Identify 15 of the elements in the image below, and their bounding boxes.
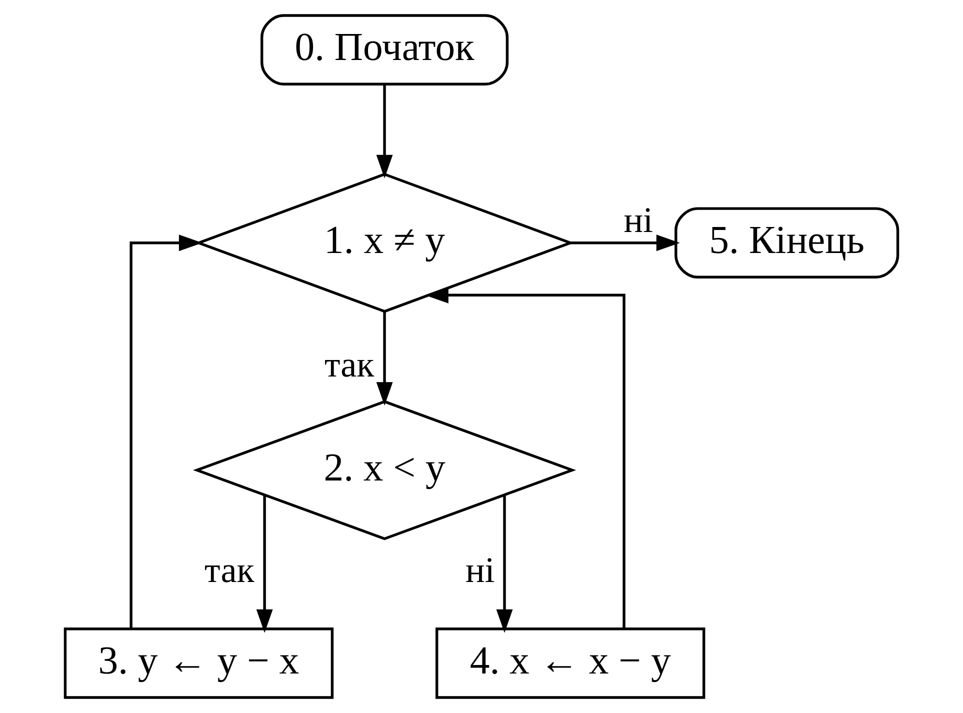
- node-box: 3. y ← y − x: [64, 628, 334, 699]
- arrow: [424, 286, 626, 629]
- arrow: [256, 495, 273, 633]
- arrow: [496, 495, 513, 633]
- node-box: 4. x ← x − y: [436, 628, 706, 699]
- arrow: [570, 234, 680, 252]
- arrow: [376, 84, 393, 178]
- edge-label: так: [204, 550, 254, 590]
- node-box: 0. Початок: [260, 14, 509, 86]
- node-box: 5. Кінець: [674, 207, 900, 278]
- edge-label: ні: [624, 200, 654, 240]
- arrow: [376, 312, 393, 406]
- edge-label: ні: [465, 550, 495, 590]
- node-diamond: 2. x < y: [192, 400, 576, 540]
- edge-label: так: [324, 344, 374, 384]
